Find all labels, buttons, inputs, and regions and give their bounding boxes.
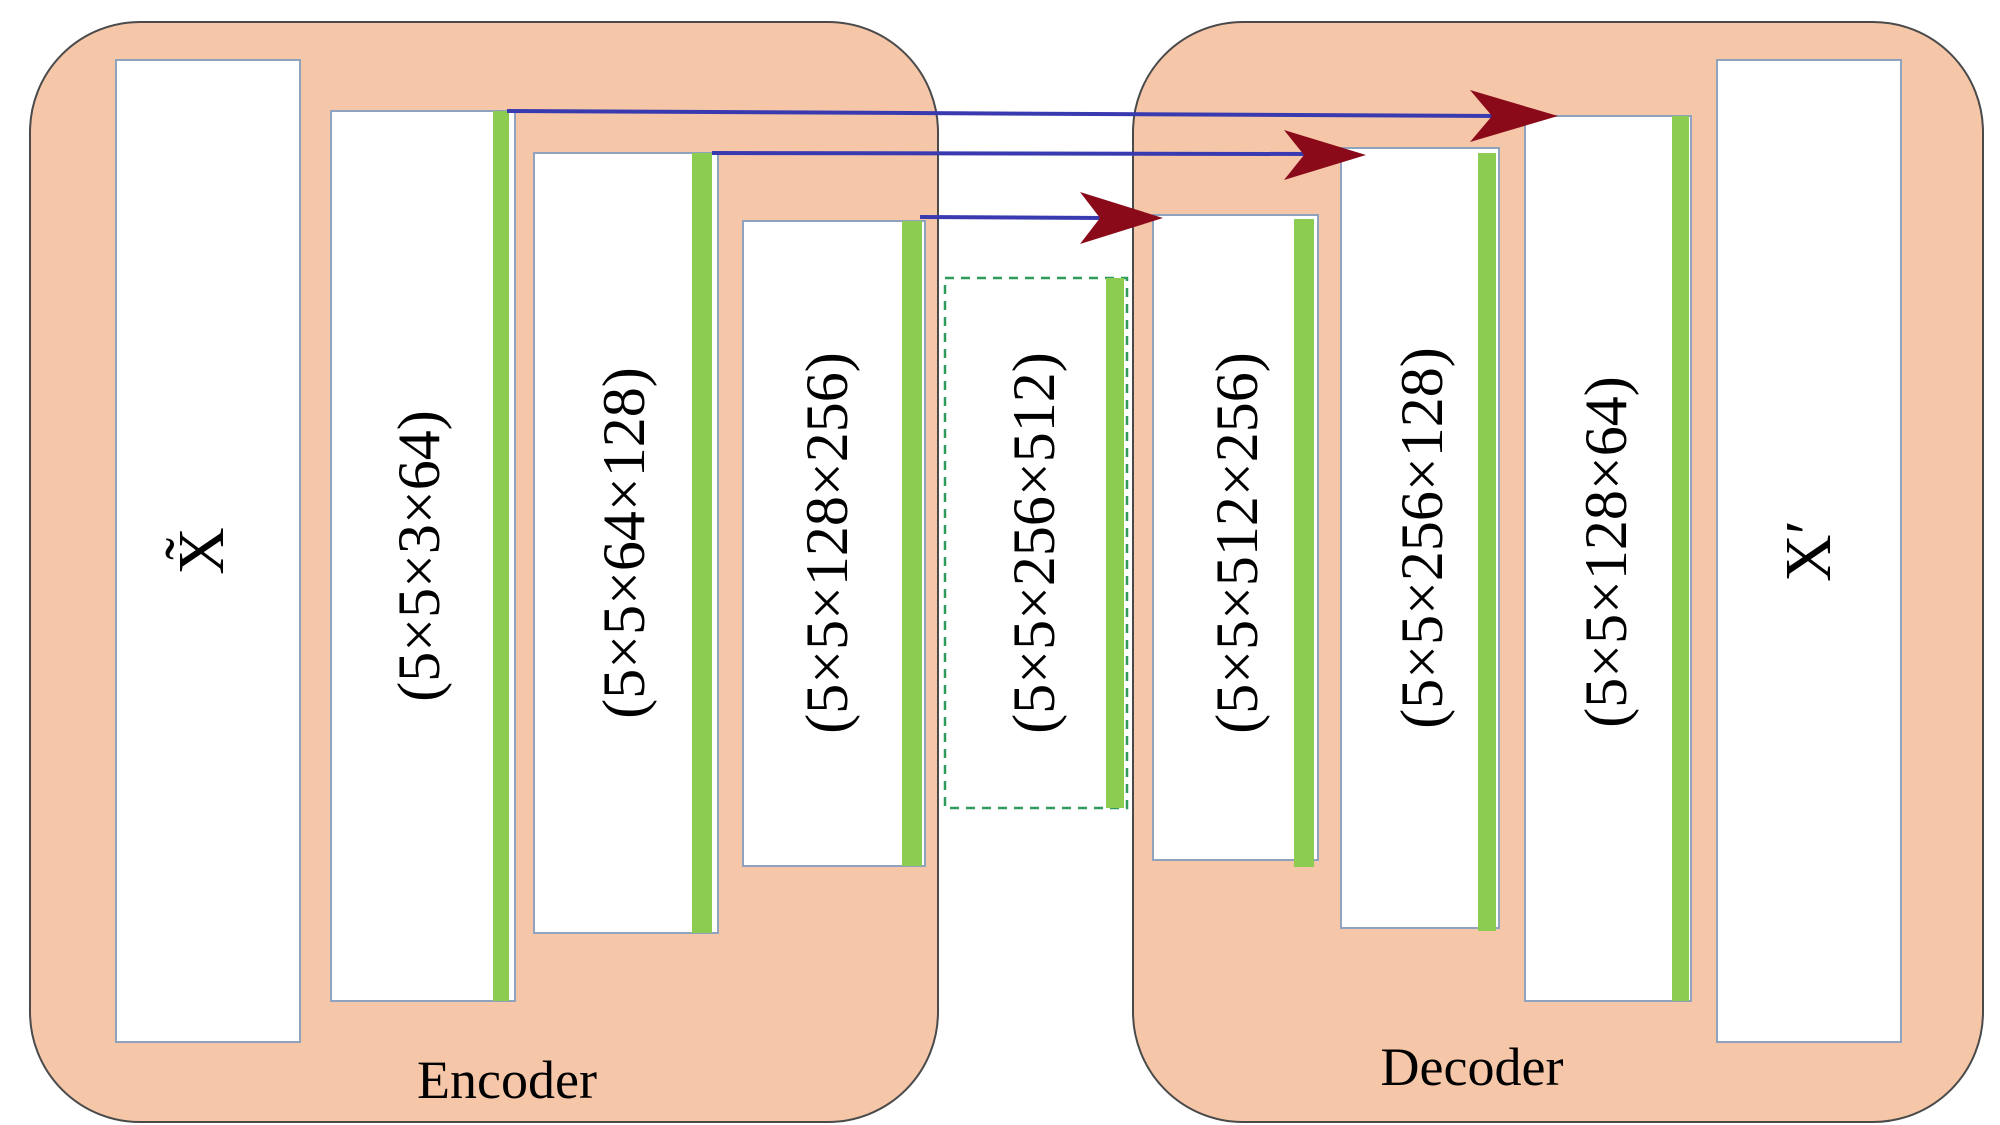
skip-connection-3-arrowhead	[1080, 192, 1163, 244]
encoder-layer-1-label: (5×5×3×64)	[386, 410, 452, 701]
decoder-layer-3-box	[1524, 115, 1692, 1002]
decoder-layer-1-bar	[1294, 219, 1314, 867]
decoder-layer-1-label: (5×5×512×256)	[1204, 352, 1270, 733]
bottleneck-label: (5×5×256×512)	[1001, 352, 1067, 733]
encoder-layer-2-label: (5×5×64×128)	[591, 367, 657, 718]
decoder-layer-2-bar	[1478, 153, 1496, 931]
skip-connection-1-arrowhead	[1470, 90, 1558, 142]
skip-connection-3	[919, 192, 1163, 244]
encoder-layer-3-box	[742, 220, 926, 867]
bottleneck: (5×5×256×512)	[943, 276, 1129, 810]
skip-connection-2	[711, 130, 1366, 180]
decoder-panel: (5×5×512×256) (5×5×256×128) (5×5×128×64)…	[1132, 21, 1984, 1123]
encoder-layer-3-label: (5×5×128×256)	[794, 352, 860, 733]
skip-connection-1	[506, 90, 1558, 142]
encoder-input-box	[115, 59, 301, 1043]
decoder-layer-1-box	[1152, 214, 1319, 861]
decoder-layer-3-label: (5×5×128×64)	[1573, 376, 1639, 727]
encoder-layer-2-bar	[692, 153, 712, 933]
skip-connection-3-line	[919, 215, 1107, 220]
encoder-panel: X̃ (5×5×3×64) (5×5×64×128) Encoder	[29, 21, 939, 1123]
decoder-layer-2-box	[1340, 147, 1500, 929]
bottleneck-bar	[1106, 278, 1124, 808]
decoder-layer-3-bar	[1672, 116, 1689, 1001]
decoder-output-box	[1716, 59, 1902, 1043]
decoder-title: Decoder	[1381, 1037, 1564, 1097]
skip-connection-2-line	[711, 151, 1309, 156]
encoder-layer-1-box	[330, 110, 516, 1002]
skip-connection-2-arrowhead	[1284, 130, 1366, 180]
encoder-layer-2-box	[533, 152, 719, 934]
encoder-layer-3-bar	[902, 221, 922, 866]
skip-connection-1-line	[506, 109, 1499, 118]
encoder-layer-1-bar	[493, 111, 509, 1001]
decoder-output-label: X′	[1772, 520, 1845, 582]
encoder-title: Encoder	[417, 1050, 597, 1110]
encoder-input-label: X̃	[165, 527, 238, 575]
decoder-layer-2-label: (5×5×256×128)	[1389, 347, 1455, 728]
bottleneck-box	[943, 276, 1129, 810]
skip-connections	[506, 90, 1558, 244]
